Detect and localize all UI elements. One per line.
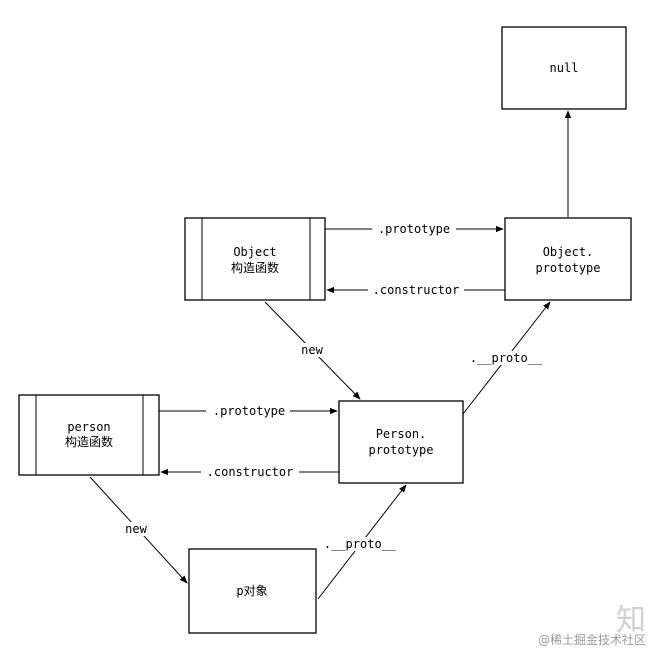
- null-label: null: [550, 61, 579, 75]
- p-proto-arrow-label: .__proto__: [324, 537, 397, 551]
- person-prototype-arrow-label-bg: [206, 404, 290, 418]
- object-new-arrow-label: new: [301, 343, 323, 357]
- person-constructor-arrow-label-bg: [201, 465, 299, 479]
- person-constructor-label-line1: person: [67, 420, 110, 434]
- object-constructor-label-line1: Object: [233, 245, 276, 259]
- person-constructor-label-line2: 构造函数: [65, 434, 113, 449]
- object-constructor-arrow-label-bg: [368, 283, 464, 297]
- object-prototype-label-line1: Object.: [543, 245, 594, 259]
- person-constructor-arrow-label: .constructor: [207, 465, 294, 479]
- person-prototype-node: Person. prototype: [338, 400, 464, 484]
- person-prototype-proto-label-bg: [464, 351, 546, 365]
- person-prototype-proto-label: .__proto__: [470, 351, 543, 365]
- null-node: null: [501, 26, 627, 110]
- object-constructor-arrow-label: .constructor: [373, 283, 460, 297]
- object-constructor-node: Object 构造函数: [184, 217, 326, 301]
- watermark-text: @稀土掘金技术社区: [538, 632, 646, 647]
- person-constructor-node: person 构造函数: [18, 394, 160, 476]
- person-prototype-label-line2: prototype: [368, 443, 433, 457]
- person-new-arrow-label: new: [125, 522, 147, 536]
- p-object-node: p对象: [188, 548, 317, 634]
- p-object-label: p对象: [236, 584, 267, 598]
- person-prototype-arrow-label: .prototype: [213, 404, 285, 418]
- person-new-arrow-label-bg: [121, 522, 151, 536]
- p-proto-arrow-label-bg: [318, 537, 400, 551]
- object-new-arrow-label-bg: [297, 343, 327, 357]
- watermark-logo: 知: [616, 603, 646, 638]
- object-prototype-label-line2: prototype: [535, 261, 600, 275]
- person-prototype-label-line1: Person.: [376, 427, 427, 441]
- object-prototype-arrow-label-bg: [372, 222, 456, 236]
- object-prototype-node: Object. prototype: [504, 217, 632, 301]
- object-constructor-label-line2: 构造函数: [231, 260, 279, 275]
- object-prototype-arrow-label: .prototype: [378, 222, 450, 236]
